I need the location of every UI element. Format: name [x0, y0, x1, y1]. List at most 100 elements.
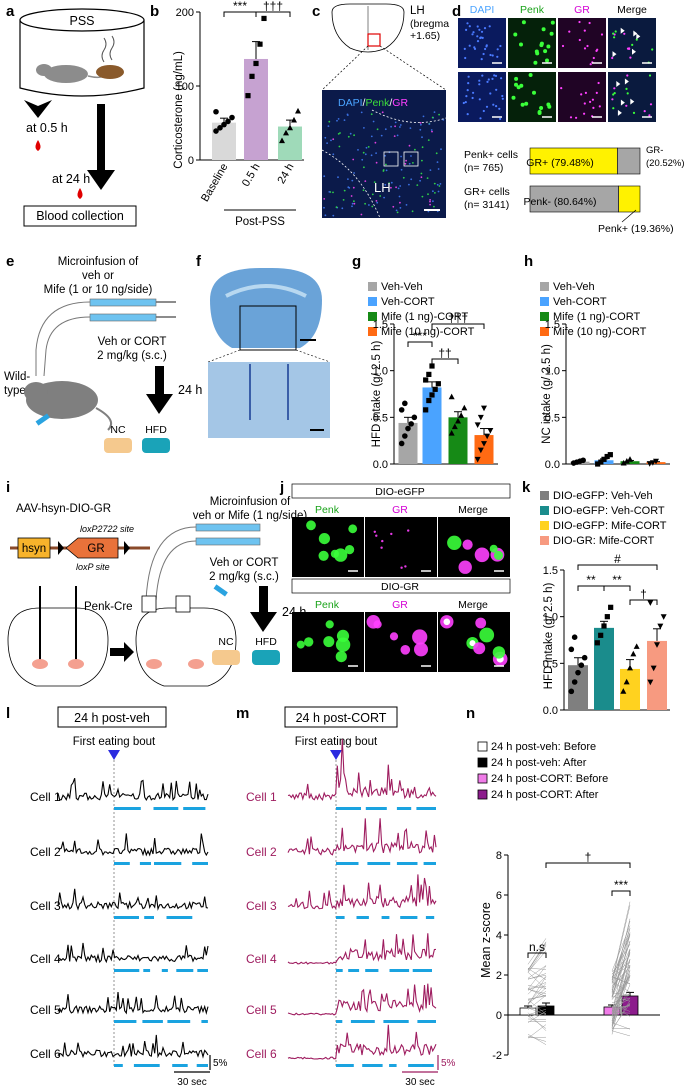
e-hfd: HFD	[145, 424, 167, 436]
legend-swatch	[477, 741, 488, 752]
cell-dot	[421, 146, 424, 149]
data-point	[620, 688, 627, 694]
paired-line	[527, 985, 547, 989]
cell-dot	[430, 129, 433, 131]
panel-letter-h: h	[524, 253, 533, 270]
paired-line	[527, 982, 547, 991]
d-tile-dot	[478, 83, 481, 86]
data-point	[604, 614, 610, 620]
d-tile-dot	[611, 98, 614, 101]
d-tile-dot	[499, 44, 502, 48]
data-point	[647, 600, 654, 606]
j-cell	[400, 566, 403, 569]
eating-bout	[362, 1064, 383, 1067]
j-row1-header	[291, 483, 511, 499]
data-point	[647, 679, 654, 686]
cell-dot	[396, 211, 399, 214]
calcium-trace	[57, 991, 209, 1015]
calcium-trace	[57, 1034, 209, 1059]
data-point	[568, 688, 575, 695]
m-title-box	[284, 706, 398, 728]
cell-dot	[399, 201, 401, 204]
d-arrowhead	[617, 109, 622, 116]
data-point	[571, 634, 578, 640]
panel-letter-g: g	[352, 253, 361, 270]
d-tile-dot	[491, 77, 494, 80]
d-arrowhead	[624, 78, 629, 85]
d-tile	[608, 18, 656, 68]
paired-line	[527, 976, 547, 995]
d-tile-dot	[648, 74, 652, 77]
cell-dot	[335, 206, 338, 209]
timepoint-05h: at 0.5 h	[26, 121, 68, 135]
data-point	[474, 456, 481, 463]
x-tick-label: 24 h	[275, 162, 296, 187]
y-tick-label: 0.5	[543, 658, 558, 670]
y-tick-label: 1.5	[543, 565, 558, 577]
paired-line	[527, 1007, 547, 1016]
cell-dot	[326, 142, 328, 145]
eating-bout	[114, 807, 141, 810]
cell-dot	[364, 180, 367, 183]
eating-bout	[114, 969, 140, 972]
cell-dot	[410, 178, 413, 181]
legend-label: 24 h post-CORT: After	[491, 789, 599, 801]
b-group-label: Post-PSS	[235, 216, 285, 228]
y-tick-label: -2	[492, 1050, 502, 1062]
d-tile-dot	[516, 85, 521, 90]
data-point	[217, 125, 223, 131]
data-point	[627, 664, 633, 671]
j-cell	[473, 642, 486, 655]
cell-dot	[437, 190, 440, 193]
c-region: LH	[410, 5, 425, 17]
sig-label: ***	[413, 329, 427, 343]
paired-line	[527, 1012, 547, 1031]
cell-dot	[376, 201, 379, 204]
data-point	[291, 116, 297, 123]
d-tile-dot	[533, 60, 538, 65]
calcium-trace	[287, 818, 437, 856]
data-point	[249, 73, 255, 79]
data-point	[225, 118, 231, 125]
cell-dot	[420, 176, 423, 179]
j-r1-penk: Penk	[315, 504, 340, 516]
cell-dot	[332, 153, 335, 156]
paired-line	[527, 974, 547, 980]
data-point	[455, 417, 461, 424]
d-tile-dot	[560, 87, 563, 90]
cell-dot	[435, 152, 438, 155]
j-r1-gr: GR	[392, 504, 408, 516]
e-wild-2: type	[4, 385, 26, 397]
data-point	[568, 646, 575, 653]
d-arrowhead	[612, 51, 617, 58]
paired-line	[527, 1015, 547, 1029]
y-tick-label: 1.0	[373, 366, 388, 378]
brain-outline-c	[331, 3, 405, 53]
f-zoom-line-l	[207, 349, 241, 363]
i-nc: NC	[218, 636, 234, 648]
d-tile-dot	[588, 21, 591, 25]
d-tile-dot	[561, 44, 565, 48]
y-tick-label: 6	[496, 890, 502, 902]
eating-bout	[417, 1020, 436, 1023]
data-point	[229, 114, 235, 121]
cell-dot	[428, 123, 431, 125]
y-tick-label: 1.0	[545, 366, 560, 378]
d-tile	[458, 72, 506, 122]
d-tile-dot	[546, 44, 551, 49]
d-tile-dot	[613, 92, 616, 95]
c-bregma-2: +1.65)	[410, 30, 440, 42]
calcium-trace	[287, 1024, 437, 1060]
y-tick-label: 0.0	[545, 459, 560, 471]
sc-syringe-e	[35, 413, 50, 426]
cell-dot	[337, 133, 340, 135]
c-inset-2	[403, 151, 419, 167]
cell-dot	[404, 162, 407, 165]
cell-dot	[324, 136, 327, 139]
panel-letter-m: m	[236, 705, 249, 722]
eating-bout	[114, 862, 130, 865]
data-point	[654, 642, 660, 648]
cell-dot	[332, 138, 335, 141]
eating-bout	[365, 969, 379, 972]
e-veh-2: 2 mg/kg (s.c.)	[97, 350, 167, 362]
